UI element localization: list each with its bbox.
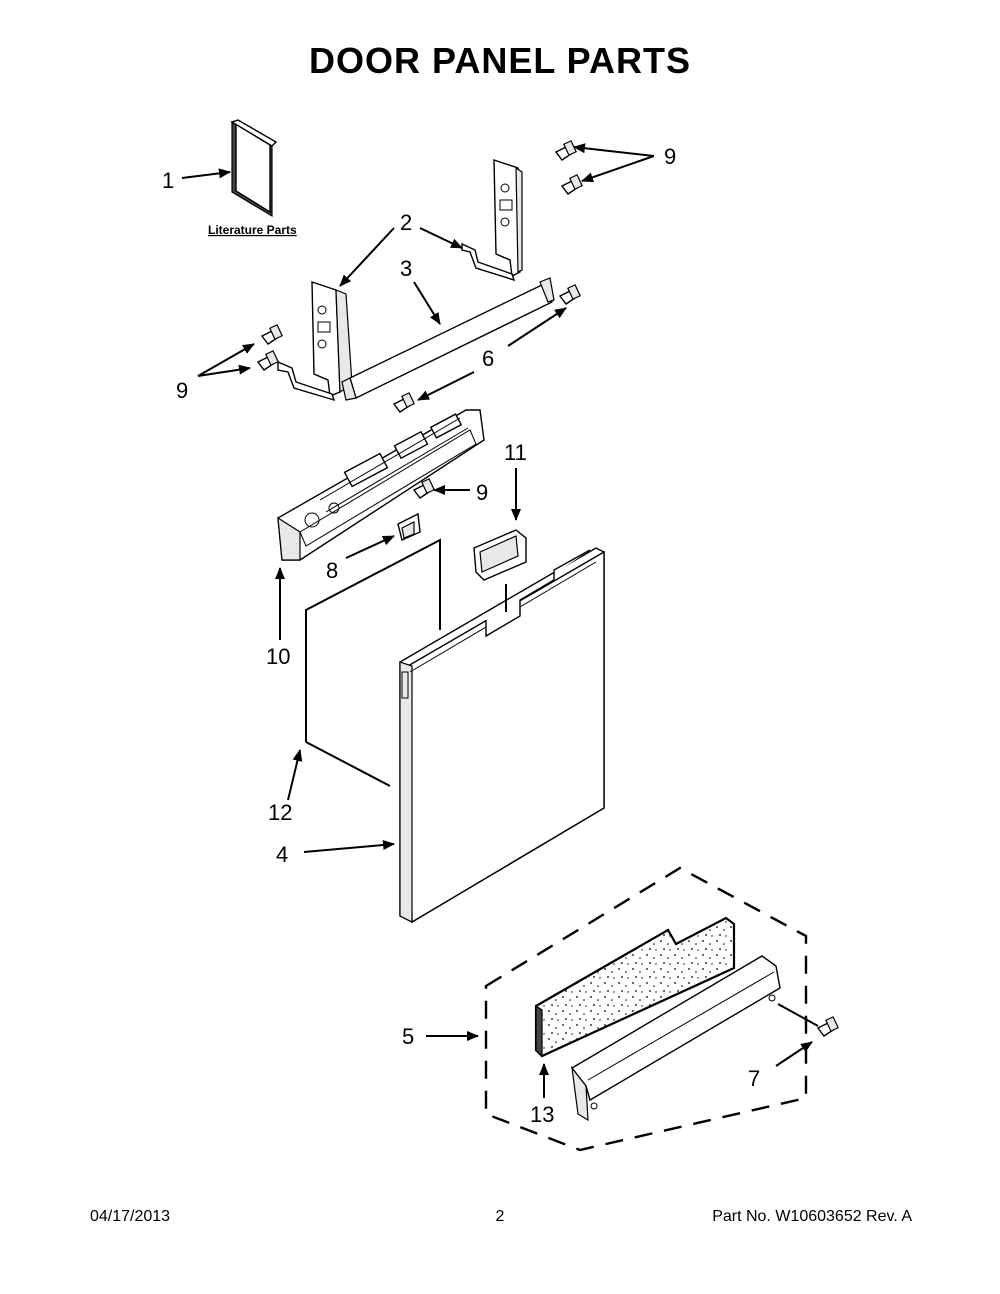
screw-9-left-a bbox=[260, 324, 283, 345]
callout-6: 6 bbox=[482, 346, 494, 371]
callout-2: 2 bbox=[400, 210, 412, 235]
toe-panel-group-box bbox=[484, 866, 808, 1152]
screw-9-top-b bbox=[560, 174, 583, 195]
door-gasket-part-12 bbox=[305, 538, 441, 787]
callout-1: 1 bbox=[162, 168, 174, 193]
callout-12: 12 bbox=[268, 800, 292, 825]
clip-part-8 bbox=[397, 512, 421, 541]
callout-4: 4 bbox=[276, 842, 288, 867]
literature-parts-booklet bbox=[230, 119, 278, 218]
toe-panel-part-7 bbox=[570, 955, 781, 1122]
door-panel-part-4 bbox=[399, 547, 605, 924]
footer-date: 04/17/2013 bbox=[90, 1208, 171, 1225]
callout-9-top: 9 bbox=[664, 144, 676, 169]
callout-3: 3 bbox=[400, 256, 412, 281]
callout-7: 7 bbox=[748, 1066, 760, 1091]
screw-7 bbox=[816, 1016, 839, 1037]
callout-11: 11 bbox=[504, 440, 527, 465]
door-hinge-bracket-right bbox=[461, 159, 523, 282]
callout-10: 10 bbox=[266, 644, 290, 669]
control-console-part-10 bbox=[277, 409, 485, 561]
door-rail-part-3 bbox=[341, 277, 555, 401]
screw-9-left-b bbox=[256, 350, 279, 371]
callout-13: 13 bbox=[530, 1102, 554, 1127]
callout-8: 8 bbox=[326, 558, 338, 583]
leader-arrows bbox=[181, 143, 819, 1098]
callout-9-left: 9 bbox=[176, 378, 188, 403]
screw-9-console bbox=[412, 478, 435, 499]
callout-9-console: 9 bbox=[476, 480, 488, 505]
literature-parts-label: Literature Parts bbox=[208, 223, 297, 237]
footer-page-number: 2 bbox=[495, 1208, 505, 1225]
door-hinge-bracket-left bbox=[277, 281, 353, 402]
page-title: DOOR PANEL PARTS bbox=[308, 40, 692, 81]
screw-6-right bbox=[558, 284, 581, 305]
screw-6-left bbox=[392, 392, 415, 413]
insulation-part-13 bbox=[534, 916, 736, 1058]
handle-part-11 bbox=[473, 529, 527, 581]
screw-9-top-a bbox=[554, 140, 577, 161]
footer-part-number: Part No. W10603652 Rev. A bbox=[712, 1208, 912, 1225]
callout-5: 5 bbox=[402, 1024, 414, 1049]
